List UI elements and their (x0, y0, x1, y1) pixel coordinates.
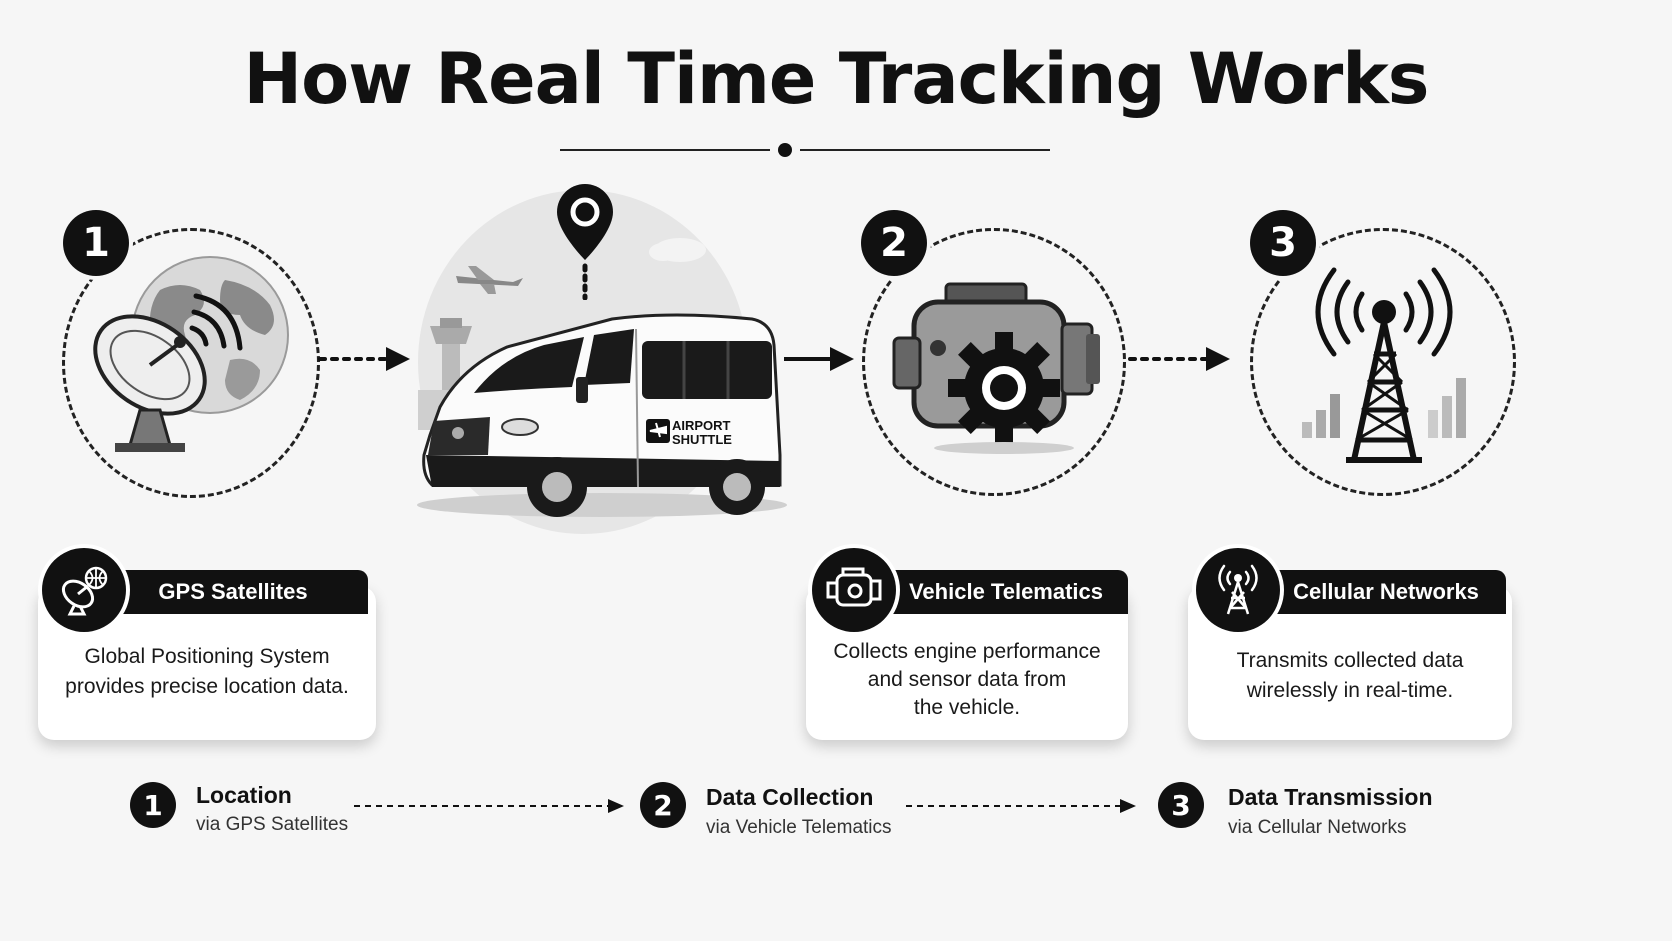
stage-number-3: 3 (1250, 210, 1316, 276)
cellular-card-text-line-2: wirelessly in real-time. (1246, 679, 1454, 702)
van-label-line-1: AIRPORT (672, 418, 731, 433)
telematics-stage-ring (862, 228, 1126, 496)
step-number-2: 2 (640, 782, 686, 828)
cell-tower-small-icon (1218, 564, 1258, 615)
telematics-card-title: Vehicle Telematics (880, 570, 1128, 614)
telematics-card-text-line-2: and sensor data from (867, 668, 1067, 691)
gps-card-title: GPS Satellites (98, 570, 368, 614)
stage-number-1: 1 (63, 210, 129, 276)
gps-card-text-line-2: provides precise location data. (65, 675, 349, 698)
van-label-line-2: SHUTTLE (672, 432, 732, 447)
cellular-card-badge (1196, 548, 1280, 632)
step-sub-data-collection: via Vehicle Telematics (706, 817, 892, 838)
step-title-data-transmission: Data Transmission (1228, 784, 1433, 810)
arrow-telematics-to-cellular (1128, 347, 1230, 371)
step-number-3: 3 (1158, 782, 1204, 828)
telematics-card-text-line-3: the vehicle. (913, 696, 1021, 719)
engine-icon (826, 567, 882, 607)
telematics-card-badge (812, 548, 896, 632)
arrow-gps-to-van (318, 347, 410, 371)
globe-satellite-dish-icon (93, 256, 289, 452)
step-number-1: 1 (130, 782, 176, 828)
step-title-location: Location (196, 782, 292, 808)
stage-number-2: 2 (861, 210, 927, 276)
step-sub-data-transmission: via Cellular Networks (1228, 817, 1407, 838)
arrow-step-1-to-2 (354, 799, 624, 813)
step-title-data-collection: Data Collection (706, 784, 874, 810)
step-sub-location: via GPS Satellites (196, 814, 349, 835)
telematics-card-text-line-1: Collects engine performance (833, 640, 1101, 663)
cell-tower-icon (1302, 267, 1466, 463)
arrow-step-2-to-3 (906, 799, 1136, 813)
airport-shuttle-van (417, 313, 787, 517)
cellular-stage-ring (1250, 228, 1516, 496)
gps-card-text-line-1: Global Positioning System (84, 645, 330, 668)
satellite-dish-icon (61, 566, 108, 616)
gps-stage-ring (62, 228, 320, 498)
gps-card-badge (42, 548, 126, 632)
engine-gear-icon (892, 282, 1100, 454)
cellular-card-title: Cellular Networks (1266, 570, 1506, 614)
cellular-card-text-line-1: Transmits collected data (1236, 649, 1464, 672)
title-divider (560, 143, 1050, 157)
page-title: How Real Time Tracking Works (243, 38, 1430, 120)
arrow-van-to-telematics (784, 347, 854, 371)
location-pin-icon (557, 184, 613, 300)
